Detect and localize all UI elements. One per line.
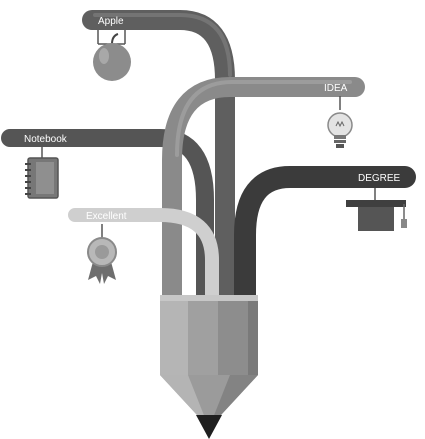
notebook-icon: [25, 147, 58, 198]
graduation-cap-icon: [346, 188, 407, 231]
award-ribbon-icon: [88, 224, 116, 284]
notebook-label: Notebook: [24, 134, 68, 145]
idea-label: IDEA: [324, 83, 348, 94]
excellent-label: Excellent: [86, 211, 127, 222]
apple-label: Apple: [98, 16, 124, 27]
degree-label: DEGREE: [358, 173, 401, 184]
degree-branch: [245, 177, 405, 295]
apple-icon: [93, 30, 131, 81]
light-bulb-icon: [328, 96, 352, 148]
pencil-icon: [160, 295, 258, 439]
